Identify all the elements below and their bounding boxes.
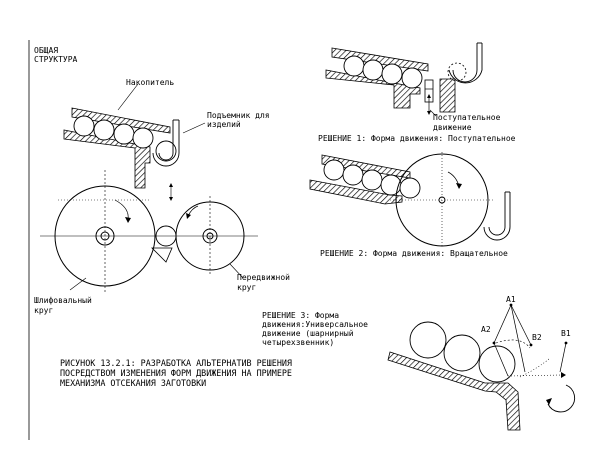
workpiece xyxy=(73,115,95,137)
sol3-link-c xyxy=(510,304,526,373)
solution-2-label: РЕШЕНИЕ 2: Форма движения: Вращательное xyxy=(320,249,508,258)
storage-lower-wall xyxy=(63,129,151,189)
sol3-link-a xyxy=(493,304,512,344)
workpiece xyxy=(323,159,345,181)
sol3-link-b xyxy=(510,304,532,346)
storage-upper-wall xyxy=(71,107,171,134)
workpiece xyxy=(93,119,115,141)
workpiece xyxy=(381,63,403,85)
workpiece xyxy=(443,334,481,372)
point-b2-label: B2 xyxy=(532,333,542,342)
solution-1-label: РЕШЕНИЕ 1: Форма движения: Поступательно… xyxy=(318,134,516,143)
lifter-hook xyxy=(158,120,174,161)
sol1-lifter-hook xyxy=(452,43,478,83)
solution-1 xyxy=(325,42,483,117)
figure-caption-line-3: МЕХАНИЗМА ОТСЕКАНИЯ ЗАГОТОВКИ xyxy=(60,378,207,388)
grinding-wheel-label-1: Шлифовальный xyxy=(34,296,92,305)
sol1-leader-line xyxy=(429,109,437,117)
translational-label-2: движение xyxy=(433,123,472,132)
sol3-pivot xyxy=(492,341,496,345)
sol2-lifter-hook xyxy=(488,192,506,236)
sol1-dashed-workpiece xyxy=(447,62,467,82)
workpiece xyxy=(409,321,447,359)
sol3-dashed-arc xyxy=(495,339,531,349)
sol3-pivot xyxy=(509,303,513,307)
workpiece xyxy=(478,345,516,383)
point-a1-label: A1 xyxy=(506,295,516,304)
point-a2-label: A2 xyxy=(481,325,491,334)
solution-3-label-4: четырехзвенник) xyxy=(262,338,335,347)
sol3-pivot xyxy=(564,341,568,345)
storage-label: Накопитель xyxy=(126,78,175,87)
solution-3-label-1: РЕШЕНИЕ 3: Форма xyxy=(262,311,340,320)
workpiece xyxy=(342,164,364,186)
general-structure-label-2: СТРУКТУРА xyxy=(34,55,78,64)
lifter-label-2: изделий xyxy=(207,120,241,129)
sol1-lower-wall xyxy=(325,69,421,109)
figure-caption-line-1: РИСУНОК 13.2.1: РАЗРАБОТКА АЛЬТЕРНАТИВ Р… xyxy=(60,358,292,368)
workpiece xyxy=(401,67,423,89)
figure-caption-line-2: ПОСРЕДСТВОМ ИЗМЕНЕНИЯ ФОРМ ДВИЖЕНИЯ НА П… xyxy=(60,368,292,378)
grinding-wheel-label-2: круг xyxy=(34,306,54,315)
point-b1-label: B1 xyxy=(561,329,571,338)
sol3-link-d xyxy=(493,342,509,377)
lifter-hook-outer xyxy=(152,120,180,167)
sol3-base-wall xyxy=(387,351,521,431)
workpiece xyxy=(343,55,365,77)
solution-3-label-2: движения:Универсальное xyxy=(262,320,368,329)
workpiece xyxy=(362,59,384,81)
solution-3 xyxy=(387,303,575,431)
sol3-pivot xyxy=(529,343,533,347)
grinding-leader-line xyxy=(69,277,87,291)
workpiece xyxy=(399,177,421,199)
sol3-lifter-hook xyxy=(547,384,575,413)
workpiece xyxy=(361,169,383,191)
support-blade xyxy=(151,247,173,263)
moving-wheel-label-1: Передвижной xyxy=(237,273,290,282)
sol3-output-dotted xyxy=(507,374,563,377)
solution-3-label-3: движение (шарнирный xyxy=(262,329,354,338)
translational-label-1: Поступательное xyxy=(433,113,501,122)
workpiece xyxy=(113,123,135,145)
sol1-fixed-block xyxy=(439,78,456,113)
general-structure-label-1: ОБЩАЯ xyxy=(34,46,59,55)
grinding-rotation-arrow xyxy=(114,199,129,221)
moving-leader-line xyxy=(229,263,244,279)
general-structure xyxy=(40,83,258,293)
workpiece xyxy=(132,127,154,149)
lifter-label-1: Подъемник для xyxy=(207,111,270,120)
solution-2 xyxy=(309,152,511,247)
sol3-crank-link xyxy=(559,342,567,373)
sol3-swing-arc xyxy=(519,357,551,378)
moving-wheel-label-2: круг xyxy=(237,283,257,292)
storage-leader-line xyxy=(117,83,139,111)
lifter-leader-line xyxy=(182,122,206,134)
workpiece xyxy=(155,140,177,162)
sol1-upper-wall xyxy=(331,47,429,72)
